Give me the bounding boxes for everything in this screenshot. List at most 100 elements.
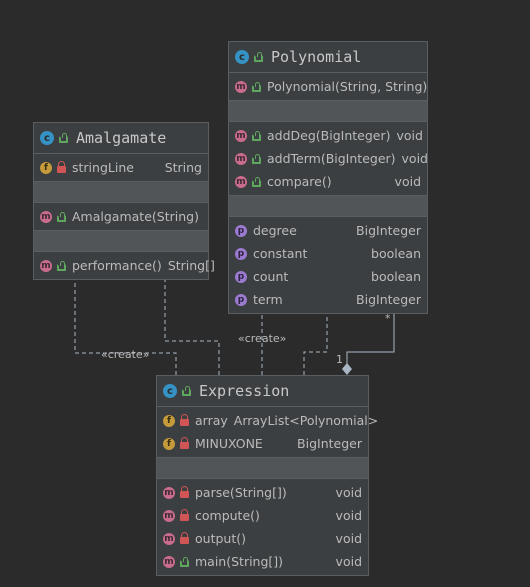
member-name: performance(): [72, 258, 162, 273]
properties-section: p degree BigInteger p constant boolean p…: [229, 217, 427, 313]
method-row[interactable]: m compute() void: [157, 504, 368, 527]
member-type: String[]: [167, 258, 215, 273]
method-row[interactable]: m parse(String[]) void: [157, 481, 368, 504]
methods-section: m performance() String[]: [34, 252, 215, 279]
methods-section: m parse(String[]) void m compute() void …: [157, 479, 368, 575]
multiplicity-many: *: [385, 312, 391, 325]
property-icon: p: [235, 293, 247, 306]
property-icon: p: [235, 247, 247, 260]
public-lock-icon: [252, 153, 261, 164]
class-name: Expression: [199, 382, 290, 400]
field-icon: f: [163, 437, 175, 450]
member-type: void: [335, 485, 362, 500]
member-name: addDeg(BigInteger): [267, 128, 391, 143]
multiplicity-one: 1: [336, 353, 343, 366]
method-icon: m: [163, 532, 175, 545]
field-icon: f: [163, 414, 175, 427]
member-name: main(String[]): [195, 554, 284, 569]
member-type: boolean: [371, 269, 421, 284]
empty-section: [229, 101, 427, 122]
member-type: void: [401, 151, 428, 166]
constructor-row[interactable]: m Polynomial(String, String): [229, 75, 427, 98]
dependency-polynomial-right: [303, 300, 328, 375]
empty-section: [34, 231, 208, 252]
class-expression[interactable]: c Expression f array ArrayList<Polynomia…: [156, 375, 378, 576]
methods-section: m addDeg(BigInteger) void m addTerm(BigI…: [229, 122, 428, 196]
method-icon: m: [40, 259, 52, 272]
private-lock-icon: [180, 531, 189, 544]
member-name: output(): [195, 531, 246, 546]
method-row[interactable]: m main(String[]) void: [157, 550, 368, 573]
member-name: compute(): [195, 508, 260, 523]
property-row[interactable]: p term BigInteger: [229, 288, 427, 311]
public-lock-icon: [182, 386, 191, 396]
constructors-section: m Polynomial(String, String): [229, 73, 427, 101]
empty-section: [229, 196, 427, 217]
property-icon: p: [235, 224, 247, 237]
method-row[interactable]: m output() void: [157, 527, 368, 550]
member-name: MINUXONE: [195, 436, 263, 451]
create-dependency-left: [74, 270, 177, 375]
field-row[interactable]: f array ArrayList<Polynomial>: [157, 409, 378, 432]
empty-section: [34, 182, 208, 203]
field-icon: f: [40, 161, 52, 174]
create-label-right: «create»: [238, 332, 287, 345]
class-icon: c: [235, 50, 249, 64]
private-lock-icon: [180, 485, 189, 498]
method-row[interactable]: m compare() void: [229, 170, 427, 193]
method-row[interactable]: m addDeg(BigInteger) void: [229, 124, 427, 147]
field-row[interactable]: f stringLine String: [34, 156, 208, 179]
class-icon: c: [40, 131, 54, 145]
member-type: void: [335, 531, 362, 546]
constructors-section: m Amalgamate(String): [34, 203, 208, 231]
aggregation-line: [346, 300, 395, 364]
property-row[interactable]: p degree BigInteger: [229, 219, 427, 242]
member-type: BigInteger: [356, 292, 421, 307]
public-lock-icon: [180, 556, 189, 567]
member-name: addTerm(BigInteger): [267, 151, 396, 166]
empty-section: [157, 458, 368, 479]
method-icon: m: [235, 80, 247, 93]
method-icon: m: [235, 175, 247, 188]
method-icon: m: [235, 129, 247, 142]
class-polynomial[interactable]: c Polynomial m Polynomial(String, String…: [228, 41, 428, 314]
public-lock-icon: [252, 81, 261, 92]
class-header: c Amalgamate: [34, 123, 208, 154]
member-name: array: [195, 413, 228, 428]
method-icon: m: [163, 509, 175, 522]
create-label-left: «create»: [101, 348, 150, 361]
field-row[interactable]: f MINUXONE BigInteger: [157, 432, 368, 455]
member-type: String: [164, 160, 202, 175]
public-lock-icon: [57, 260, 66, 271]
member-type: ArrayList<Polynomial>: [233, 413, 379, 428]
public-lock-icon: [254, 52, 263, 62]
method-row[interactable]: m performance() String[]: [34, 254, 215, 277]
class-header: c Polynomial: [229, 42, 427, 73]
public-lock-icon: [59, 133, 68, 143]
member-type: void: [335, 508, 362, 523]
class-name: Polynomial: [271, 48, 362, 66]
dependency-amalgamate-right: [164, 270, 220, 375]
private-lock-icon: [180, 508, 189, 521]
member-type: void: [335, 554, 362, 569]
member-name: Polynomial(String, String): [267, 79, 428, 94]
property-row[interactable]: p count boolean: [229, 265, 427, 288]
member-type: BigInteger: [297, 436, 362, 451]
member-type: void: [394, 174, 421, 189]
member-name: constant: [253, 246, 308, 261]
member-name: term: [253, 292, 283, 307]
aggregation-diamond: [342, 363, 352, 375]
constructor-row[interactable]: m Amalgamate(String): [34, 205, 208, 228]
private-lock-icon: [57, 160, 66, 173]
public-lock-icon: [252, 130, 261, 141]
class-icon: c: [163, 384, 177, 398]
property-row[interactable]: p constant boolean: [229, 242, 427, 265]
method-row[interactable]: m addTerm(BigInteger) void: [229, 147, 428, 170]
property-icon: p: [235, 270, 247, 283]
public-lock-icon: [57, 211, 66, 222]
member-type: BigInteger: [356, 223, 421, 238]
member-type: boolean: [371, 246, 421, 261]
class-amalgamate[interactable]: c Amalgamate f stringLine String m Amalg…: [33, 122, 215, 280]
method-icon: m: [163, 555, 175, 568]
member-name: degree: [253, 223, 297, 238]
